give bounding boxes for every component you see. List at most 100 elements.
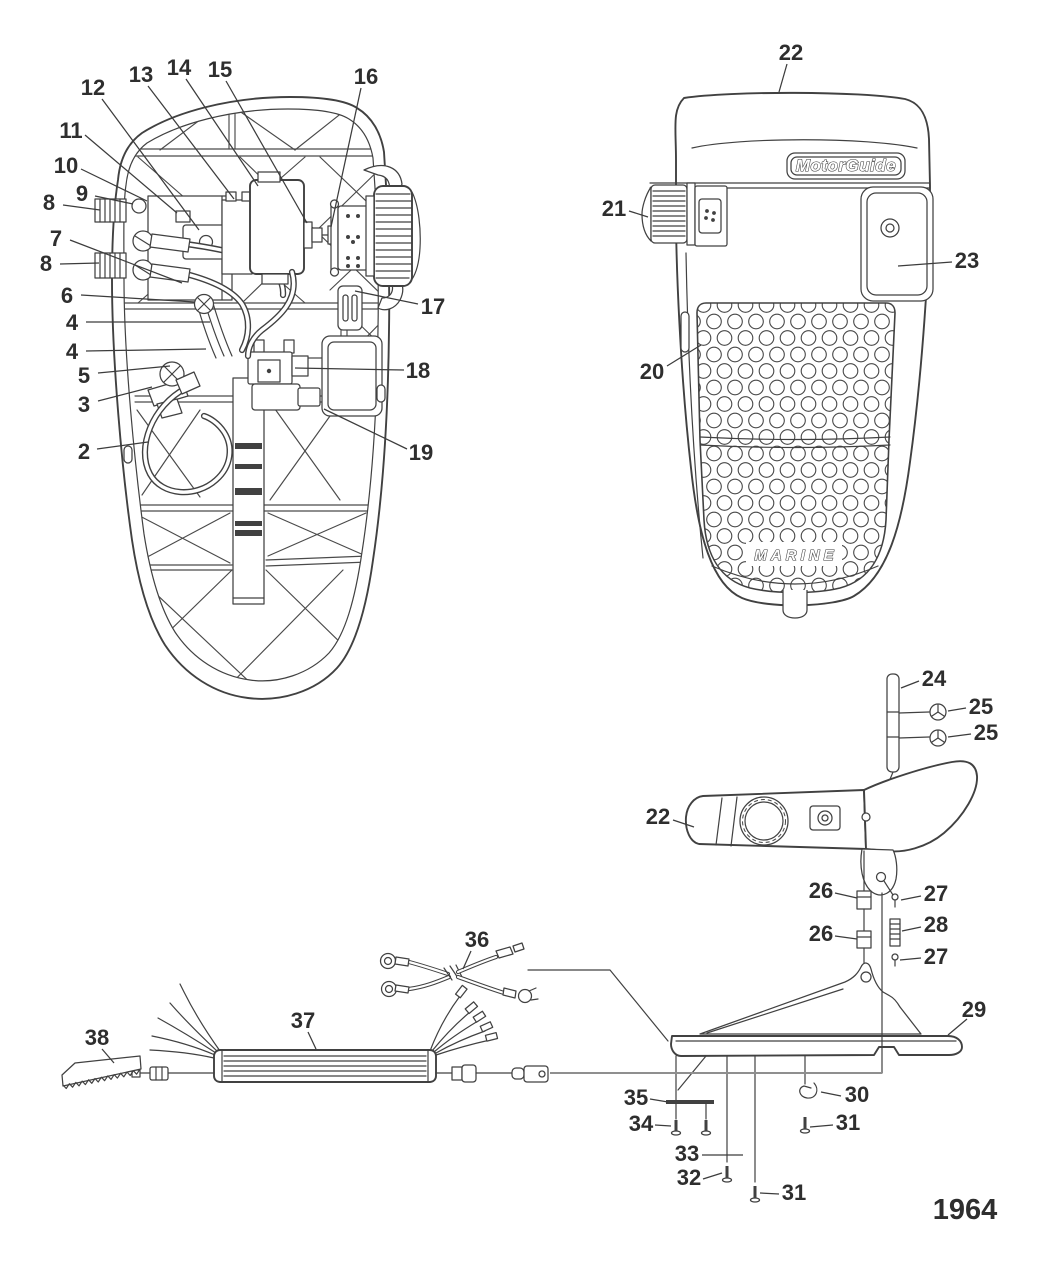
screw-27-upper [891,893,899,901]
pedal-side-assembly [527,673,978,1203]
pivot-bracket [860,848,898,896]
connector-18 [244,268,321,411]
callout-c4b: 4 [66,339,79,364]
callout-leader-c26b [834,935,858,940]
rod-pivot [861,812,871,822]
callout-leader-c24 [900,680,920,689]
drawing-number: 1964 [933,1194,998,1226]
callout-leader-c14 [185,78,259,187]
callout-leader-c12 [101,98,200,231]
momentary-button [698,198,722,234]
cable-channel [232,377,265,605]
marine-label: MARINE [754,547,837,564]
callout-leader-c26a [834,892,858,899]
callout-leader-c20 [666,344,702,367]
callout-c17: 17 [421,294,445,319]
callout-c23: 23 [955,248,979,273]
screw-31-upper [799,1117,811,1134]
callout-c31b: 31 [782,1180,806,1205]
callout-c14: 14 [167,55,192,80]
shell-tab-right [376,384,386,403]
callout-leader-c27a [900,895,922,901]
tension-knob [363,165,421,311]
screw-34-left [670,1120,682,1136]
callout-c8b: 8 [40,251,52,276]
callout-leader-c27b [899,957,922,961]
access-cover-23 [860,186,934,302]
callout-leader-c29 [947,1018,968,1036]
screw-34-right [700,1120,712,1136]
speed-knob-21 [641,182,728,247]
callout-c7: 7 [50,226,62,251]
nut-11 [175,210,191,223]
shell-tab-left [123,445,133,464]
callout-c5: 5 [78,363,90,388]
thumb-knob-25-upper [929,703,947,721]
callout-c13: 13 [129,62,153,87]
callout-c26b: 26 [809,921,833,946]
callout-leader-c9 [94,195,134,205]
cable-drum [739,796,789,846]
callout-leader-c30 [820,1091,842,1097]
callout-c31a: 31 [836,1110,860,1135]
callout-c24: 24 [922,666,947,691]
callout-leader-c17 [354,290,419,305]
marine-label-plate [746,542,842,566]
callout-leader-c38 [101,1048,115,1064]
callout-leader-c36 [462,950,472,970]
callout-c32: 32 [677,1165,701,1190]
bushing-8-lower [94,252,127,279]
brand-badge: MotorGuide [786,152,906,180]
callout-leader-c10 [80,168,148,202]
callout-c25b: 25 [974,720,998,745]
side-slot [680,311,690,353]
callout-c20: 20 [640,359,664,384]
screw-31-bottom [749,1186,761,1203]
callout-leader-c8b [59,262,100,265]
pedal-heel-flipper [863,760,978,853]
spring-28 [889,918,901,947]
callout-c33: 33 [675,1141,699,1166]
callout-c15: 15 [208,57,232,82]
screw-32 [721,1166,733,1183]
callout-leader-c16 [330,87,362,228]
hacksaw-blade-38 [61,1055,142,1090]
callout-c3: 3 [78,392,90,417]
callout-c4a: 4 [66,310,79,335]
callout-leader-c23 [897,261,953,267]
callout-c2: 2 [78,439,90,464]
wire-routing-line [527,969,669,1042]
callout-leader-c15 [225,80,308,224]
callout-c37: 37 [291,1008,315,1033]
callout-c36: 36 [465,927,489,952]
callout-leader-c28 [901,926,922,932]
callout-leader-c4b [85,348,207,352]
hook-30 [799,1082,818,1099]
thumb-knob-25-lower [929,729,947,747]
bushing-stack-26 [856,850,872,972]
callout-c29: 29 [962,997,986,1022]
callout-c27b: 27 [924,944,948,969]
callout-leader-c25b [947,733,972,738]
motor-body [249,179,305,275]
callout-leader-c34 [654,1124,672,1127]
spring-screw-stack [889,893,901,967]
foot-pedal-top-view: MotorGuide MARIN [641,91,934,619]
heel-wedge-bracket [699,962,922,1035]
shaft-15 [303,221,313,249]
callout-leader-c31a [809,1124,834,1128]
callout-leader-c32 [702,1172,723,1180]
motor-assembly [221,171,373,285]
callout-c12: 12 [81,75,105,100]
callout-c10: 10 [54,153,78,178]
callout-c18: 18 [406,358,430,383]
bottom-tab [782,590,808,619]
callout-c26a: 26 [809,878,833,903]
wire-harness-37 [131,983,549,1083]
callout-c19: 19 [409,440,433,465]
bushing-8-upper [94,198,127,223]
callout-leader-c8a [62,204,101,211]
bracket-17 [337,285,363,331]
callout-c22t: 22 [779,40,803,65]
